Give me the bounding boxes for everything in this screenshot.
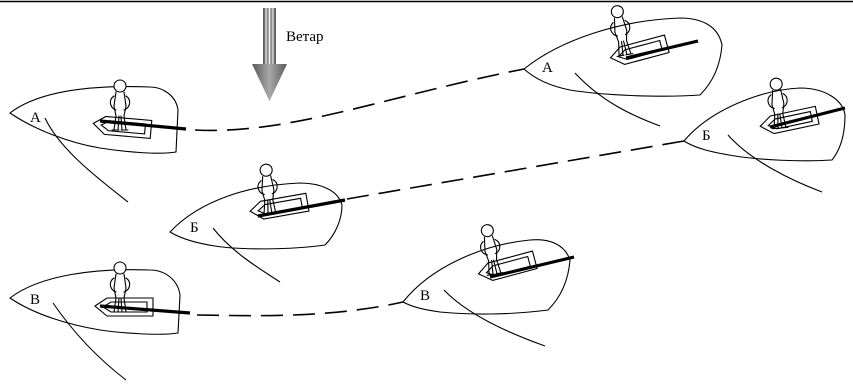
boat-a-end [523, 3, 723, 127]
boat-v-end [402, 222, 575, 347]
boat-b-end [683, 76, 846, 193]
boat-a-start [9, 79, 187, 203]
boat-v-start [9, 261, 191, 381]
boat-label-b-end: Б [702, 128, 711, 144]
course-line-b [346, 140, 685, 200]
course-lines [194, 68, 685, 317]
boat-label-v-start: В [30, 292, 40, 308]
boat-label-b-start: Б [190, 220, 199, 236]
wind-arrow [252, 8, 287, 101]
boat-b-start [169, 162, 346, 283]
wind-label: Ветар [286, 29, 324, 45]
boat-label-a-end: А [542, 60, 553, 76]
boat-label-a-start: А [30, 110, 41, 126]
course-line-a [194, 68, 525, 132]
boat-label-v-end: В [420, 288, 430, 304]
course-line-v [196, 301, 404, 317]
